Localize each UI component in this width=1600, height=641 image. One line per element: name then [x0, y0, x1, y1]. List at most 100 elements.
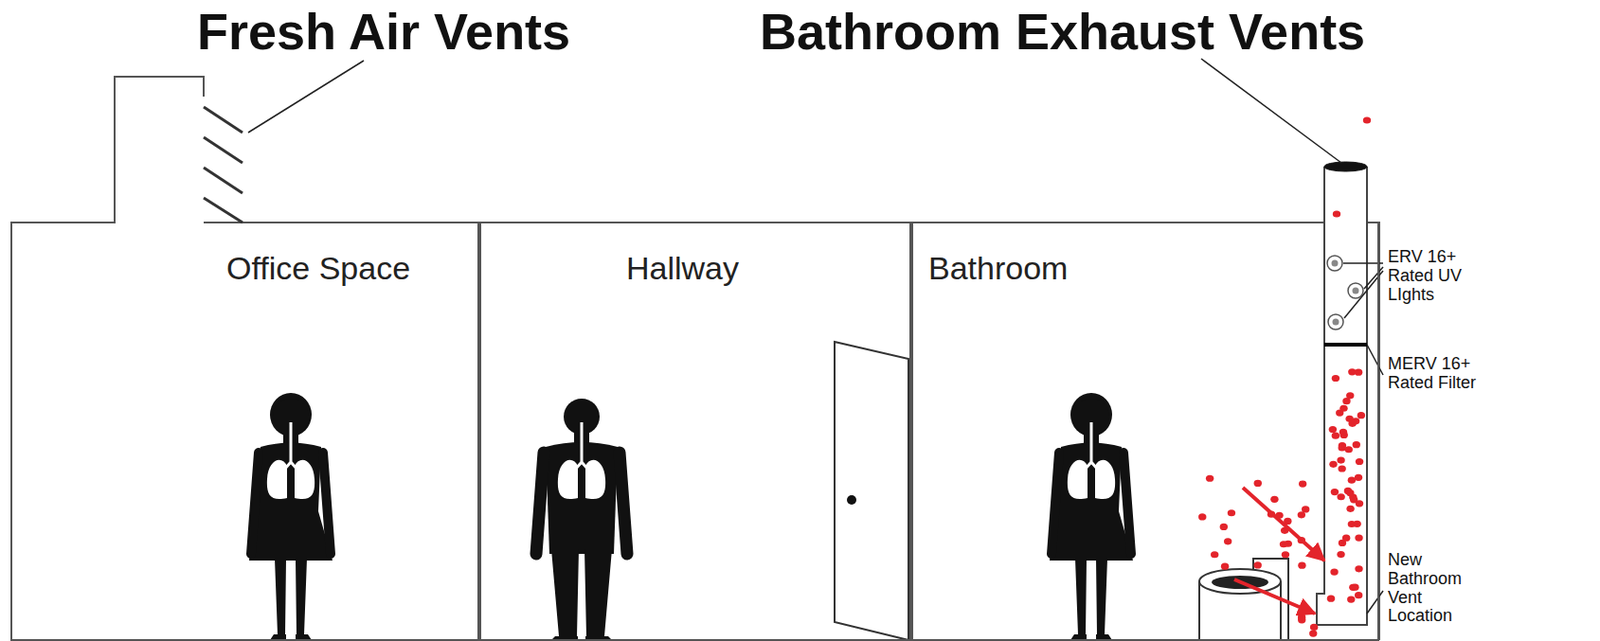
particle [1347, 596, 1355, 604]
particle [1354, 534, 1363, 541]
particle [1210, 551, 1219, 558]
roof-outline [10, 76, 1380, 641]
lung [1067, 460, 1088, 500]
callout-label: New Bathroom Vent Location [1387, 551, 1478, 627]
particle [1348, 420, 1356, 428]
female-figure [1049, 393, 1133, 641]
merv-filter [1324, 342, 1367, 347]
particle [1330, 488, 1339, 496]
label-holder: New Bathroom Vent Location [1387, 551, 1478, 627]
airflow-arrow [1234, 579, 1315, 614]
particle [1297, 616, 1306, 624]
particle [1281, 551, 1290, 558]
particle [1336, 493, 1345, 501]
particle [1355, 458, 1364, 466]
particle [1253, 561, 1261, 569]
airway [1084, 422, 1098, 470]
particle [1301, 505, 1310, 513]
room-label: Office Space [226, 251, 411, 287]
label-holder: MERV 16+ Rated Filter [1387, 355, 1478, 394]
particle [1254, 480, 1262, 487]
room-box: Hallway [479, 222, 912, 641]
particle [1279, 540, 1288, 548]
leader-line [1343, 262, 1384, 265]
vent-slat [203, 167, 243, 194]
particle [1220, 523, 1228, 531]
legs [551, 549, 612, 637]
arms [251, 452, 331, 555]
particle [1329, 426, 1337, 433]
particle [1363, 116, 1371, 124]
leader-line [248, 60, 364, 133]
uv-light [1328, 314, 1344, 330]
particle [1309, 629, 1317, 637]
leader-line [1366, 344, 1384, 376]
arms [536, 452, 628, 555]
duct-opening [1324, 161, 1367, 172]
particle [1327, 595, 1335, 603]
particle [1354, 474, 1363, 482]
particle [1354, 592, 1363, 599]
vent-slat [203, 107, 243, 133]
leader-line [1344, 270, 1384, 319]
room-label: Hallway [626, 251, 739, 287]
particle [1346, 505, 1354, 513]
heading-label: Fresh Air Vents [197, 5, 571, 57]
particle [1337, 465, 1346, 472]
particle [1350, 584, 1359, 592]
particle [1331, 432, 1340, 440]
legs [1075, 558, 1108, 635]
legs [274, 558, 307, 635]
vent-slat [203, 197, 243, 223]
airway [575, 422, 589, 470]
particle [1298, 481, 1307, 488]
particle [1357, 412, 1366, 419]
particle [1339, 405, 1348, 413]
particle [1346, 392, 1354, 399]
room-box: Bathroom [911, 222, 1380, 641]
lung [585, 460, 606, 500]
particles [1198, 116, 1371, 637]
particle [1329, 461, 1337, 468]
particle [1352, 521, 1361, 528]
callout-label: MERV 16+ Rated Filter [1387, 355, 1478, 394]
particle [1198, 513, 1206, 521]
particle [1330, 568, 1338, 576]
lung [1095, 460, 1115, 500]
door-knob [846, 495, 857, 505]
uv-light [1348, 283, 1364, 299]
particle [1336, 456, 1345, 464]
particle [1205, 475, 1214, 483]
particle [1337, 444, 1346, 451]
lung [557, 460, 578, 500]
airflow-arrow [1242, 487, 1325, 561]
particle [1354, 369, 1363, 377]
particle [1355, 500, 1364, 507]
particle [1339, 429, 1348, 436]
female-figure [249, 393, 333, 641]
particle [1352, 441, 1361, 449]
particle [1342, 535, 1350, 542]
lung [294, 460, 315, 500]
particle [1332, 210, 1341, 217]
heading-label: Bathroom Exhaust Vents [759, 5, 1366, 57]
particle [1221, 563, 1229, 571]
room-label: Bathroom [928, 251, 1068, 287]
particle [1331, 375, 1340, 382]
particle [1345, 446, 1353, 453]
exhaust-duct [1316, 166, 1367, 626]
airway [284, 422, 298, 470]
particle [1297, 562, 1306, 570]
particle [1346, 489, 1354, 497]
particle [1336, 551, 1345, 558]
label-holder: Fresh Air Vents [197, 5, 571, 57]
particle [1270, 496, 1278, 504]
lung [267, 460, 288, 500]
particle [1223, 538, 1232, 545]
label-holder: ERV 16+ Rated UV LIghts [1387, 248, 1478, 305]
particle [1354, 565, 1363, 573]
room-box: Office Space [10, 222, 480, 641]
door [834, 341, 909, 641]
particle [1227, 509, 1236, 517]
